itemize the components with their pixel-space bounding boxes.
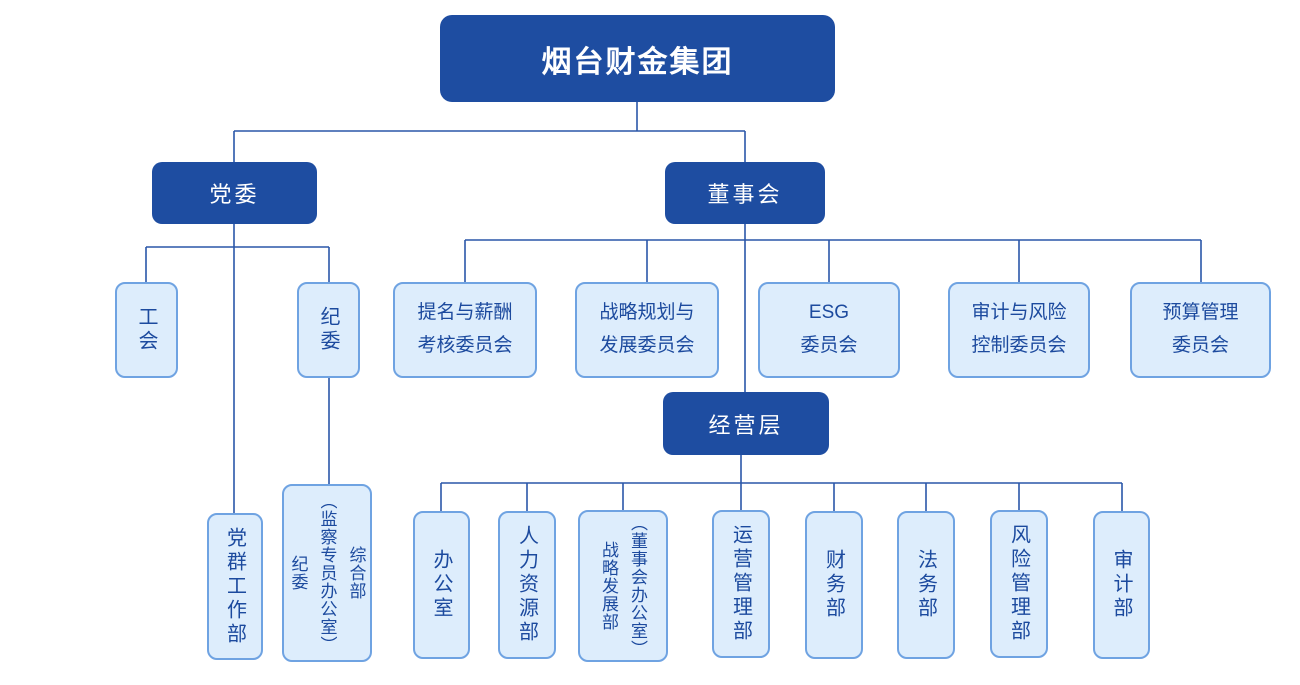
org-node-legal-dept: 法务部 [897,511,955,659]
org-node-budget-management-committee: 预算管理 委员会 [1130,282,1271,378]
org-node-label-party-committee: 党委 [209,182,260,207]
org-node-label-strategic-development-dept-board-office: （董事会办公室） 战略发展部 [599,514,647,658]
org-node-party-mass-work-dept: 党群工作部 [207,513,263,660]
org-node-label-party-mass-work-dept: 党群工作部 [223,526,246,647]
org-node-nomination-remuneration-committee: 提名与薪酬 考核委员会 [393,282,537,378]
org-node-label-management-layer: 经营层 [708,412,784,438]
org-node-party-committee: 党委 [152,162,317,224]
org-node-label-esg-committee: ESG 委员会 [800,302,858,356]
org-node-label-human-resources-dept: 人力资源部 [515,525,538,645]
org-node-label-budget-management-committee: 预算管理 委员会 [1162,302,1239,356]
org-node-discipline-committee: 纪委 [297,282,360,378]
org-node-label-finance-dept: 财务部 [822,549,845,621]
org-node-board-of-directors: 董事会 [665,162,825,224]
org-node-strategic-planning-committee: 战略规划与 发展委员会 [575,282,719,378]
org-node-label-group-root: 烟台财金集团 [541,45,734,79]
org-node-management-layer: 经营层 [663,392,829,455]
org-node-label-discipline-committee: 纪委 [317,306,339,354]
org-node-label-risk-management-dept: 风险管理部 [1007,524,1030,644]
org-node-operations-management-dept: 运营管理部 [712,510,770,658]
org-node-risk-management-dept: 风险管理部 [990,510,1048,658]
org-node-label-nomination-remuneration-committee: 提名与薪酬 考核委员会 [417,302,513,356]
org-node-general-office: 办公室 [413,511,470,659]
org-node-label-board-of-directors: 董事会 [707,182,783,207]
org-node-label-audit-dept: 审计部 [1110,549,1132,621]
org-node-audit-dept: 审计部 [1093,511,1150,659]
org-node-esg-committee: ESG 委员会 [758,282,900,378]
org-node-group-root: 烟台财金集团 [440,15,835,102]
org-node-general-dept-supervision-office: 综合部 （监察专员办公室） 纪委 [282,484,372,662]
org-node-finance-dept: 财务部 [805,511,863,659]
org-node-label-labor-union: 工会 [135,306,157,354]
org-node-labor-union: 工会 [115,282,178,378]
org-node-label-general-office: 办公室 [430,549,452,621]
org-node-strategic-development-dept-board-office: （董事会办公室） 战略发展部 [578,510,668,662]
org-node-label-operations-management-dept: 运营管理部 [729,524,752,644]
org-node-label-audit-risk-control-committee: 审计与风险 控制委员会 [971,302,1067,356]
org-node-label-strategic-planning-committee: 战略规划与 发展委员会 [599,302,695,356]
org-node-label-general-dept-supervision-office: 综合部 （监察专员办公室） 纪委 [288,492,366,654]
org-node-audit-risk-control-committee: 审计与风险 控制委员会 [948,282,1090,378]
org-node-label-legal-dept: 法务部 [914,549,937,621]
org-node-human-resources-dept: 人力资源部 [498,511,556,659]
